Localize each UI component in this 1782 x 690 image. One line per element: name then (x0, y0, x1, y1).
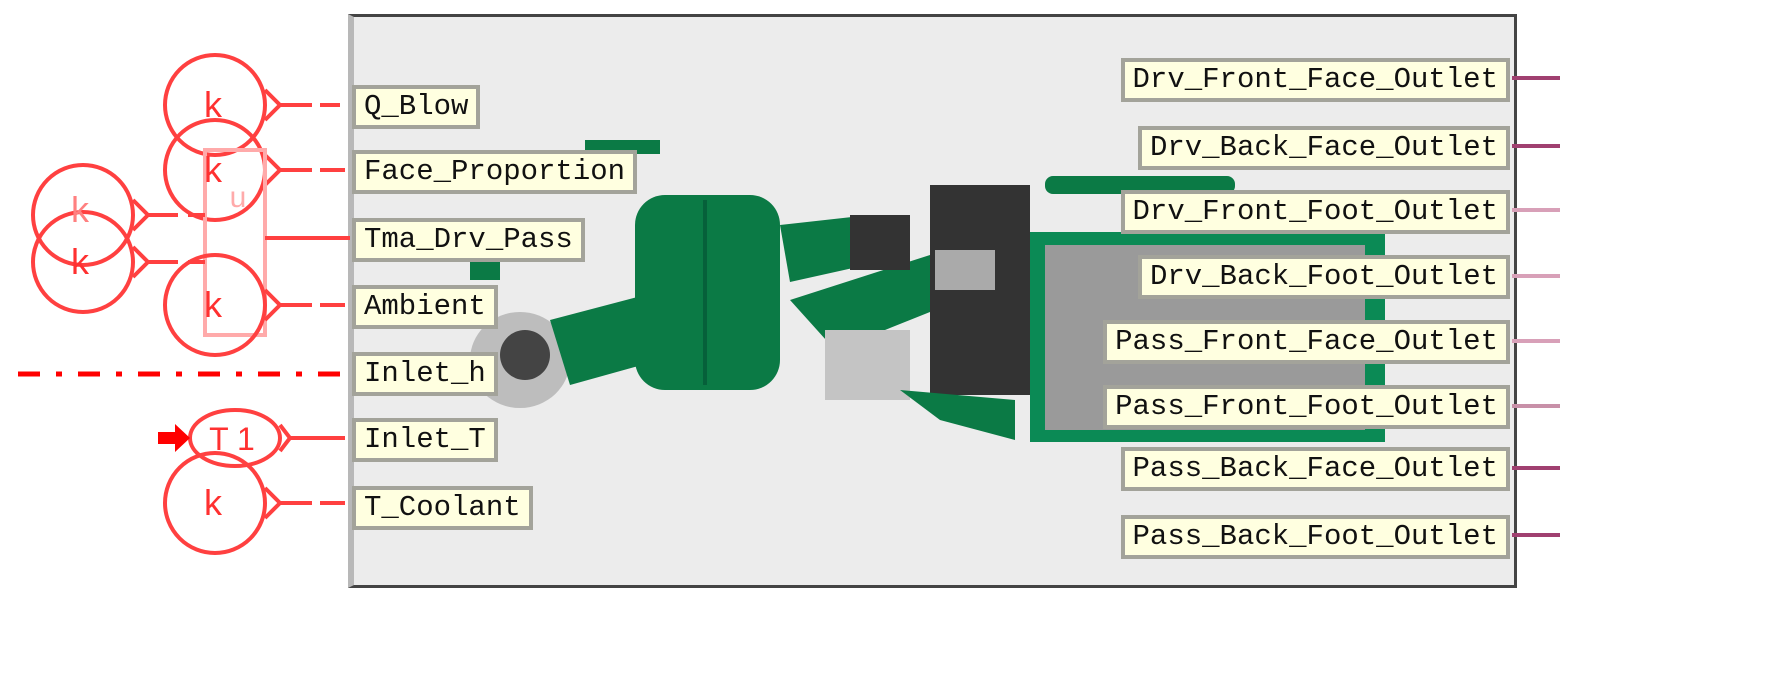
distributor-shape (935, 250, 995, 290)
input-port-tma-drv-pass[interactable]: Tma_Drv_Pass (352, 218, 585, 262)
connector-shape (825, 330, 910, 400)
input-port-inlet-t[interactable]: Inlet_T (352, 418, 498, 462)
output-port-drv-front-foot-outlet[interactable]: Drv_Front_Foot_Outlet (1120, 190, 1510, 234)
output-port-drv-back-face-outlet[interactable]: Drv_Back_Face_Outlet (1137, 126, 1510, 170)
duct-shape (900, 390, 1015, 440)
output-port-icon (263, 88, 283, 122)
constant-block[interactable] (163, 451, 267, 555)
hvac-core-shape (635, 195, 780, 390)
input-port-face-proportion[interactable]: Face_Proportion (352, 150, 638, 194)
output-port-icon (263, 288, 283, 322)
constant-label: k (71, 189, 90, 230)
input-port-t-coolant[interactable]: T_Coolant (352, 486, 533, 530)
output-port-pass-back-face-outlet[interactable]: Pass_Back_Face_Outlet (1120, 447, 1510, 491)
input-port-q-blow[interactable]: Q_Blow (352, 85, 481, 129)
constant-block[interactable] (31, 163, 135, 267)
output-port-pass-back-foot-outlet[interactable]: Pass_Back_Foot_Outlet (1120, 515, 1510, 559)
blower-fan-shape (500, 330, 550, 380)
input-port-inlet-h[interactable]: Inlet_h (352, 352, 498, 396)
output-port-icon (263, 486, 283, 520)
input-arrow-icon (158, 424, 190, 452)
connector-shape (850, 215, 910, 270)
input-port-ambient[interactable]: Ambient (352, 285, 498, 329)
constant-block[interactable] (31, 210, 135, 314)
output-lines (1512, 76, 1560, 537)
constant-label: k (204, 149, 223, 190)
output-port-drv-back-foot-outlet[interactable]: Drv_Back_Foot_Outlet (1137, 255, 1510, 299)
output-port-drv-front-face-outlet[interactable]: Drv_Front_Face_Outlet (1120, 58, 1510, 102)
output-port-icon (263, 153, 283, 187)
output-port-pass-front-face-outlet[interactable]: Pass_Front_Face_Outlet (1103, 320, 1510, 364)
duct-shape (550, 295, 660, 385)
duct-shape (1045, 176, 1235, 194)
constant-label: k (71, 241, 90, 282)
mux-block[interactable] (203, 148, 267, 337)
constant-label: k (204, 84, 223, 125)
constant-label: k (204, 284, 223, 325)
constant-block[interactable] (163, 53, 267, 157)
duct-shape (790, 255, 960, 350)
constant-label: k (204, 482, 223, 523)
table-label: T 1 (209, 421, 255, 457)
constant-overlay-label: u (230, 181, 247, 214)
output-port-icon (131, 198, 151, 232)
source-labels: k k u k k k T 1 k (71, 84, 255, 523)
output-port-icon (131, 245, 151, 279)
constant-block[interactable] (163, 253, 267, 357)
output-port-pass-front-foot-outlet[interactable]: Pass_Front_Foot_Outlet (1103, 385, 1510, 429)
input-sources (18, 53, 350, 555)
